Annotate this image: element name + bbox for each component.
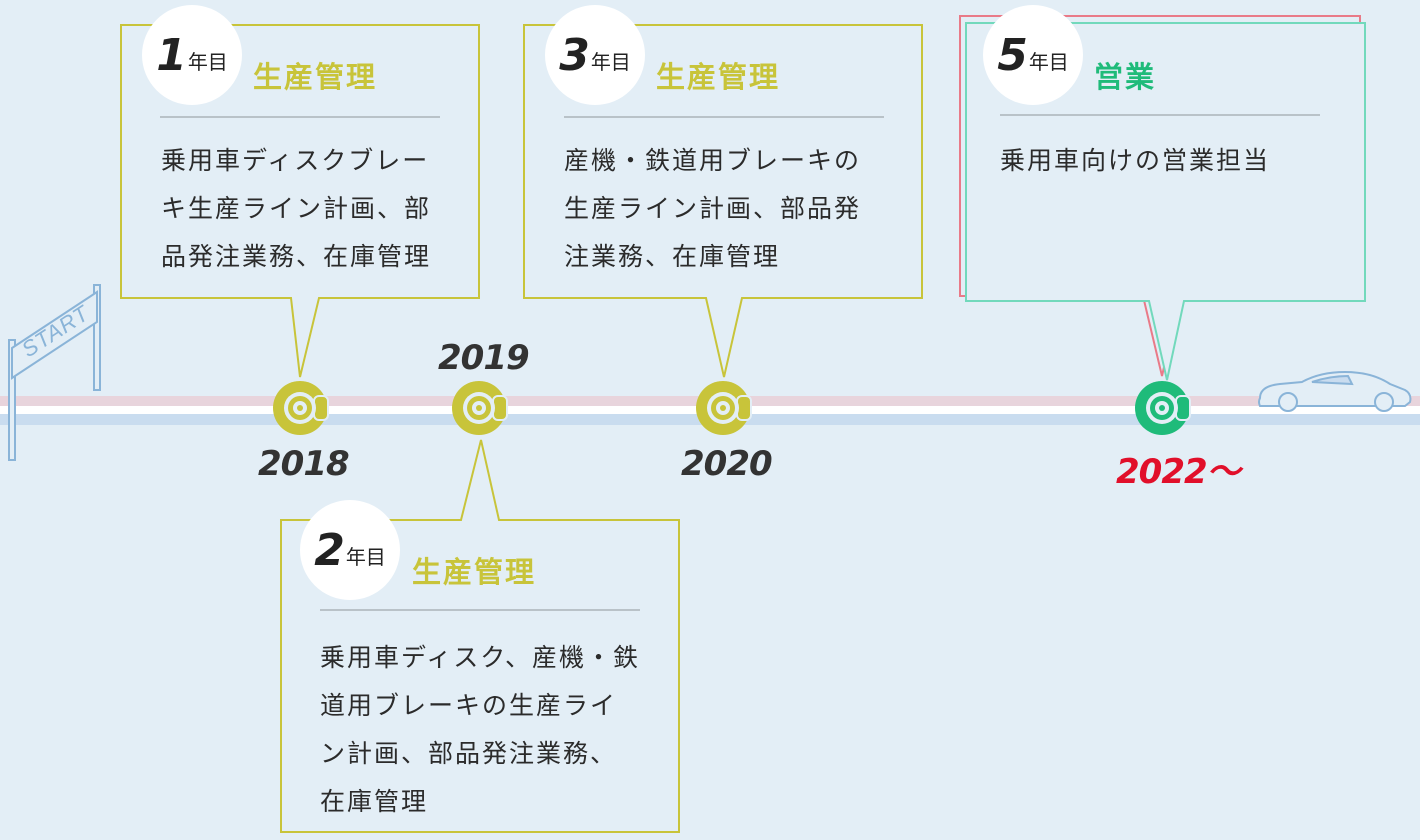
card-2-year-number: 2	[314, 524, 345, 576]
card-1-year-number: 1	[156, 29, 187, 81]
card-3-outline	[523, 24, 923, 378]
card-4-year-suffix: 年目	[1028, 49, 1069, 74]
year-label-2022: 2022～	[1116, 452, 1241, 492]
card-4-department: 営業	[1094, 60, 1157, 94]
year-label-2018: 2018	[258, 444, 350, 484]
card-1-year-badge: 1 年目	[142, 5, 242, 105]
card-3-department: 生産管理	[656, 60, 781, 94]
card-1-department: 生産管理	[253, 60, 378, 94]
brake-disc-icon-2018	[273, 381, 329, 435]
card-3-description: 産機・鉄道用ブレーキの 生産ライン計画、部品発 注業務、在庫管理	[564, 146, 862, 271]
card-3-year-badge: 3 年目	[545, 5, 645, 105]
card-2-year-suffix: 年目	[345, 544, 386, 569]
brake-disc-icon-2019	[452, 381, 508, 435]
start-gate	[8, 284, 101, 461]
card-4-outline-green	[965, 22, 1366, 381]
card-1-description: 乗用車ディスクブレー キ生産ライン計画、部 品発注業務、在庫管理	[161, 146, 432, 271]
car-icon	[1258, 370, 1412, 412]
brake-disc-icon-2022	[1135, 381, 1191, 435]
year-label-2019: 2019	[438, 338, 530, 378]
card-4-year-badge: 5 年目	[983, 5, 1083, 105]
brake-disc-icon-2020	[696, 381, 752, 435]
card-4-description: 乗用車向けの営業担当	[1000, 146, 1271, 175]
year-label-2020: 2020	[681, 444, 773, 484]
card-1-outline	[120, 24, 480, 378]
card-2-department: 生産管理	[412, 555, 537, 589]
card-3-year-suffix: 年目	[590, 49, 631, 74]
card-2-description: 乗用車ディスク、産機・鉄 道用ブレーキの生産ライ ン計画、部品発注業務、 在庫管…	[320, 643, 641, 816]
card-2-year-badge: 2 年目	[300, 500, 400, 600]
card-3-year-number: 3	[559, 29, 590, 81]
card-1-year-suffix: 年目	[187, 49, 228, 74]
card-4-year-number: 5	[997, 29, 1028, 81]
